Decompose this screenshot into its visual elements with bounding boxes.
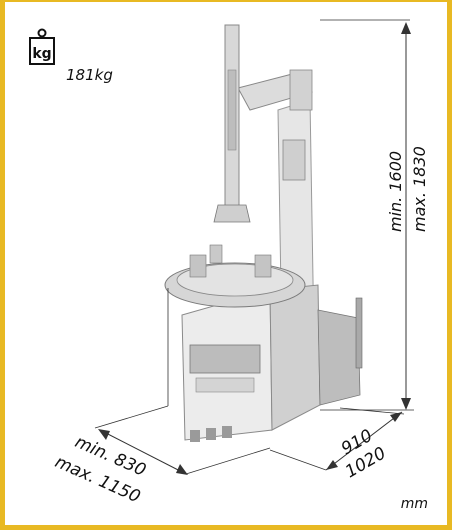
weight-icon-text: kg [32,46,51,62]
height-min-label: min. 1600 [386,150,405,232]
unit-label: mm [400,496,428,512]
weight-kg-icon: kg [29,28,55,65]
height-max-label: max. 1830 [410,146,429,232]
weight-label: 181kg [66,66,113,84]
